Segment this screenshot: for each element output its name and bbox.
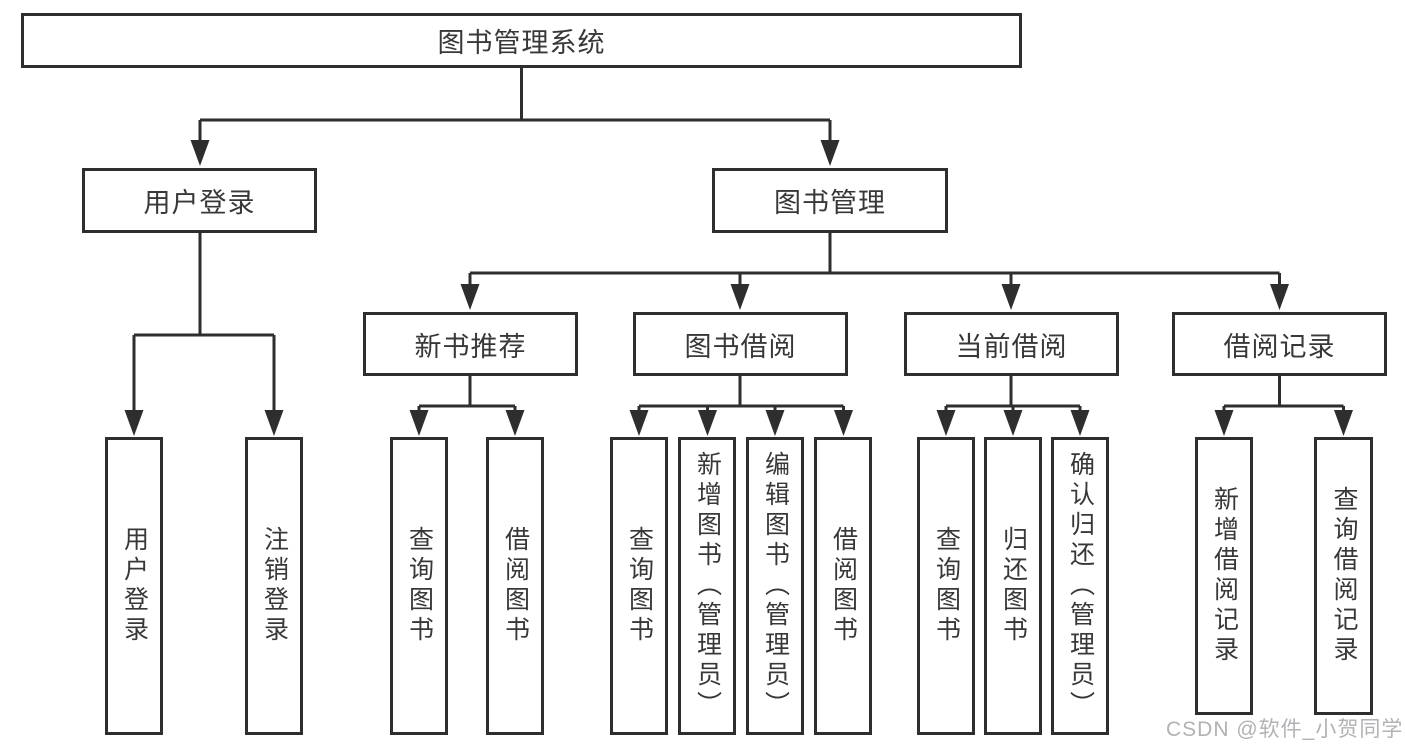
arrowhead xyxy=(264,410,284,436)
node-book-management-label: 图书管理 xyxy=(774,188,886,218)
arrowhead xyxy=(1214,410,1234,436)
node-new-book-recommend: 新书推荐 xyxy=(363,312,578,376)
connector-current-borrowing-to-leaves xyxy=(944,376,1082,414)
leaf-query-books-2: 查询图书 xyxy=(610,437,668,735)
arrowhead xyxy=(1334,410,1353,436)
arrowhead xyxy=(460,284,480,310)
leaf-borrow-books-1: 借阅图书 xyxy=(486,437,544,735)
leaf-query-books-1: 查询图书 xyxy=(390,437,448,735)
leaf-confirm-return-admin-label: 确认归还（管理员） xyxy=(1066,451,1095,721)
leaf-edit-books-admin: 编辑图书（管理员） xyxy=(746,437,804,735)
arrowhead xyxy=(505,410,525,436)
connector-user-login-to-leaves xyxy=(132,233,276,414)
leaf-add-books-admin: 新增图书（管理员） xyxy=(678,437,736,735)
node-root-label: 图书管理系统 xyxy=(437,28,606,58)
arrowhead xyxy=(820,140,840,166)
leaf-user-login-action: 用户登录 xyxy=(105,437,163,735)
leaf-user-login-action-label: 用户登录 xyxy=(120,526,149,646)
leaf-query-books-1-label: 查询图书 xyxy=(405,526,434,646)
arrowhead xyxy=(629,410,649,436)
arrowhead xyxy=(698,410,717,436)
node-book-management: 图书管理 xyxy=(712,168,948,233)
arrowhead xyxy=(834,410,853,436)
leaf-logout-action: 注销登录 xyxy=(245,437,303,735)
leaf-logout-action-label: 注销登录 xyxy=(260,526,289,646)
leaf-query-books-3-label: 查询图书 xyxy=(932,526,961,646)
connector-new-book-recommend-to-leaves xyxy=(417,376,517,414)
node-book-borrowing-label: 图书借阅 xyxy=(684,331,797,362)
node-new-book-recommend-label: 新书推荐 xyxy=(414,331,527,362)
csdn-watermark: CSDN @软件_小贺同学 xyxy=(1166,718,1404,741)
arrowhead xyxy=(124,410,144,436)
node-root: 图书管理系统 xyxy=(21,13,1022,68)
arrowhead xyxy=(1070,410,1090,436)
arrowhead xyxy=(765,410,785,436)
connector-book-management-to-level3 xyxy=(468,233,1281,288)
arrowhead xyxy=(1001,284,1021,310)
node-user-login-label: 用户登录 xyxy=(143,188,256,218)
leaf-query-borrow-record-label: 查询借阅记录 xyxy=(1330,486,1358,666)
leaf-borrow-books-2: 借阅图书 xyxy=(814,437,872,735)
leaf-borrow-books-1-label: 借阅图书 xyxy=(501,526,530,646)
leaf-add-books-admin-label: 新增图书（管理员） xyxy=(693,451,722,721)
arrowhead xyxy=(936,410,956,436)
leaf-return-books-label: 归还图书 xyxy=(999,526,1028,646)
leaf-query-books-3: 查询图书 xyxy=(917,437,975,735)
node-book-borrowing: 图书借阅 xyxy=(633,312,848,376)
connector-borrowing-records-to-leaves xyxy=(1222,376,1345,414)
node-user-login: 用户登录 xyxy=(82,168,317,233)
connector-root-to-level2 xyxy=(198,68,832,144)
node-current-borrowing-label: 当前借阅 xyxy=(955,331,1068,362)
leaf-confirm-return-admin: 确认归还（管理员） xyxy=(1051,437,1109,735)
node-borrowing-records: 借阅记录 xyxy=(1172,312,1387,376)
leaf-query-borrow-record: 查询借阅记录 xyxy=(1314,437,1373,715)
arrowhead xyxy=(190,140,210,166)
arrowhead xyxy=(409,410,429,436)
node-borrowing-records-label: 借阅记录 xyxy=(1223,331,1336,362)
leaf-add-borrow-record: 新增借阅记录 xyxy=(1195,437,1253,715)
leaf-query-books-2-label: 查询图书 xyxy=(625,526,654,646)
arrowhead xyxy=(1003,410,1023,436)
leaf-return-books: 归还图书 xyxy=(984,437,1042,735)
node-current-borrowing: 当前借阅 xyxy=(904,312,1119,376)
leaf-add-borrow-record-label: 新增借阅记录 xyxy=(1210,486,1239,666)
leaf-borrow-books-2-label: 借阅图书 xyxy=(829,526,858,646)
leaf-edit-books-admin-label: 编辑图书（管理员） xyxy=(761,451,790,721)
arrowhead xyxy=(1270,284,1289,310)
arrowhead xyxy=(730,284,750,310)
connector-book-borrowing-to-leaves xyxy=(637,376,845,414)
